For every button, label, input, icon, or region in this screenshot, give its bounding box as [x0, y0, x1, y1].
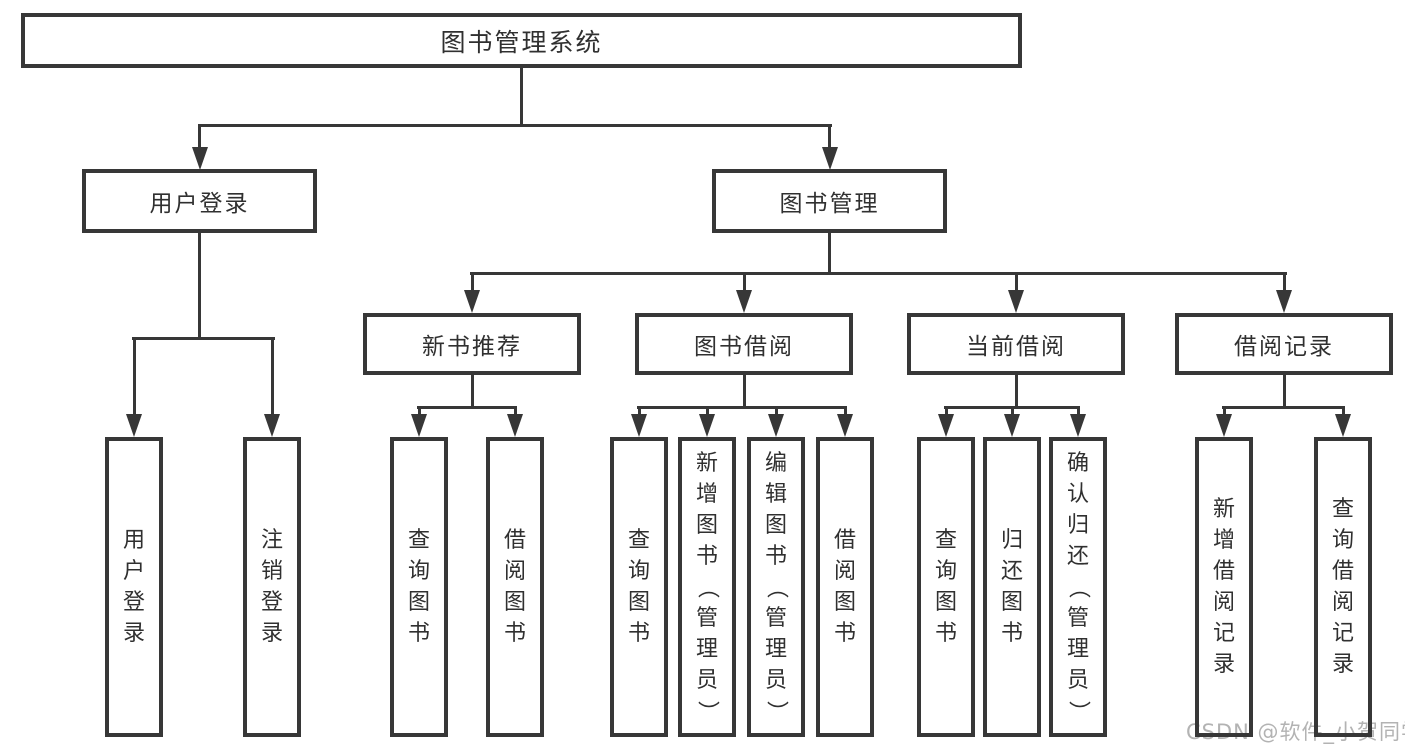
arrowhead-down-icon	[1070, 414, 1086, 437]
connector-line	[198, 124, 201, 150]
connector-line	[520, 68, 523, 127]
arrowhead-down-icon	[736, 290, 752, 313]
connector-line	[417, 406, 517, 409]
connector-line	[132, 337, 275, 340]
connector-line	[1077, 406, 1080, 416]
leaf-bb-search-books-label: 查询图书	[627, 528, 650, 646]
leaf-cb-return-books: 归还图书	[983, 437, 1041, 737]
connector-line	[1283, 272, 1286, 292]
connector-line	[470, 272, 1287, 275]
node-root: 图书管理系统	[21, 13, 1022, 68]
connector-line	[743, 272, 746, 292]
arrowhead-down-icon	[507, 414, 523, 437]
connector-line	[828, 124, 831, 150]
leaf-bb-search-books: 查询图书	[610, 437, 668, 737]
leaf-bb-edit-books-admin: 编辑图书（管理员）	[747, 437, 805, 737]
arrowhead-down-icon	[938, 414, 954, 437]
connector-line	[1223, 406, 1226, 416]
arrowhead-down-icon	[1335, 414, 1351, 437]
leaf-br-search-record-label: 查询借阅记录	[1331, 497, 1354, 677]
arrowhead-down-icon	[1216, 414, 1232, 437]
node-new-book-recommend: 新书推荐	[363, 313, 581, 375]
connector-line	[133, 337, 136, 416]
leaf-br-search-record: 查询借阅记录	[1314, 437, 1372, 737]
leaf-logout-label: 注销登录	[260, 528, 283, 646]
connector-line	[1015, 272, 1018, 292]
leaf-cb-search-books-label: 查询图书	[934, 528, 957, 646]
leaf-logout: 注销登录	[243, 437, 301, 737]
connector-line	[514, 406, 517, 416]
arrowhead-down-icon	[464, 290, 480, 313]
leaf-bb-add-books-admin-label: 新增图书（管理员）	[694, 450, 720, 723]
node-root-label: 图书管理系统	[440, 27, 603, 57]
arrowhead-down-icon	[631, 414, 647, 437]
arrowhead-down-icon	[411, 414, 427, 437]
leaf-br-add-record-label: 新增借阅记录	[1212, 497, 1235, 677]
leaf-nb-borrow-books: 借阅图书	[486, 437, 544, 737]
leaf-nb-search-books-label: 查询图书	[407, 528, 430, 646]
connector-line	[1015, 374, 1018, 409]
leaf-bb-borrow-books: 借阅图书	[816, 437, 874, 737]
node-book-management: 图书管理	[712, 169, 947, 233]
connector-line	[1011, 406, 1014, 416]
leaf-user-login: 用户登录	[105, 437, 163, 737]
arrowhead-down-icon	[837, 414, 853, 437]
connector-line	[1283, 374, 1286, 409]
arrowhead-down-icon	[1276, 290, 1292, 313]
node-book-management-label: 图书管理	[779, 191, 880, 217]
arrowhead-down-icon	[1004, 414, 1020, 437]
arrowhead-down-icon	[822, 147, 838, 170]
node-user-login: 用户登录	[82, 169, 317, 233]
connector-line	[471, 272, 474, 292]
arrowhead-down-icon	[126, 414, 142, 437]
connector-line	[945, 406, 948, 416]
node-user-login-label: 用户登录	[149, 191, 250, 217]
leaf-cb-return-books-label: 归还图书	[1000, 528, 1023, 646]
arrowhead-down-icon	[264, 414, 280, 437]
leaf-br-add-record: 新增借阅记录	[1195, 437, 1253, 737]
leaf-cb-search-books: 查询图书	[917, 437, 975, 737]
arrowhead-down-icon	[192, 147, 208, 170]
leaf-bb-borrow-books-label: 借阅图书	[833, 528, 856, 646]
node-borrow-records: 借阅记录	[1175, 313, 1393, 375]
node-book-borrow: 图书借阅	[635, 313, 853, 375]
node-borrow-records-label: 借阅记录	[1234, 334, 1334, 360]
node-current-borrow-label: 当前借阅	[966, 334, 1066, 360]
connector-line	[828, 233, 831, 275]
connector-line	[271, 337, 274, 416]
leaf-cb-confirm-return-admin-label: 确认归还（管理员）	[1065, 450, 1091, 723]
leaf-nb-search-books: 查询图书	[390, 437, 448, 737]
leaf-cb-confirm-return-admin: 确认归还（管理员）	[1049, 437, 1107, 737]
arrowhead-down-icon	[1008, 290, 1024, 313]
connector-line	[1222, 406, 1345, 409]
connector-line	[418, 406, 421, 416]
connector-line	[743, 374, 746, 409]
connector-line	[775, 406, 778, 416]
connector-line	[706, 406, 709, 416]
node-current-borrow: 当前借阅	[907, 313, 1125, 375]
leaf-bb-add-books-admin: 新增图书（管理员）	[678, 437, 736, 737]
leaf-nb-borrow-books-label: 借阅图书	[503, 528, 526, 646]
arrowhead-down-icon	[768, 414, 784, 437]
connector-line	[198, 233, 201, 340]
connector-line	[844, 406, 847, 416]
connector-line	[638, 406, 641, 416]
connector-line	[198, 124, 832, 127]
arrowhead-down-icon	[699, 414, 715, 437]
node-book-borrow-label: 图书借阅	[694, 334, 794, 360]
leaf-user-login-label: 用户登录	[122, 528, 145, 646]
connector-line	[471, 374, 474, 409]
node-new-book-recommend-label: 新书推荐	[422, 334, 522, 360]
connector-line	[637, 406, 847, 409]
connector-line	[1342, 406, 1345, 416]
leaf-bb-edit-books-admin-label: 编辑图书（管理员）	[763, 450, 789, 723]
